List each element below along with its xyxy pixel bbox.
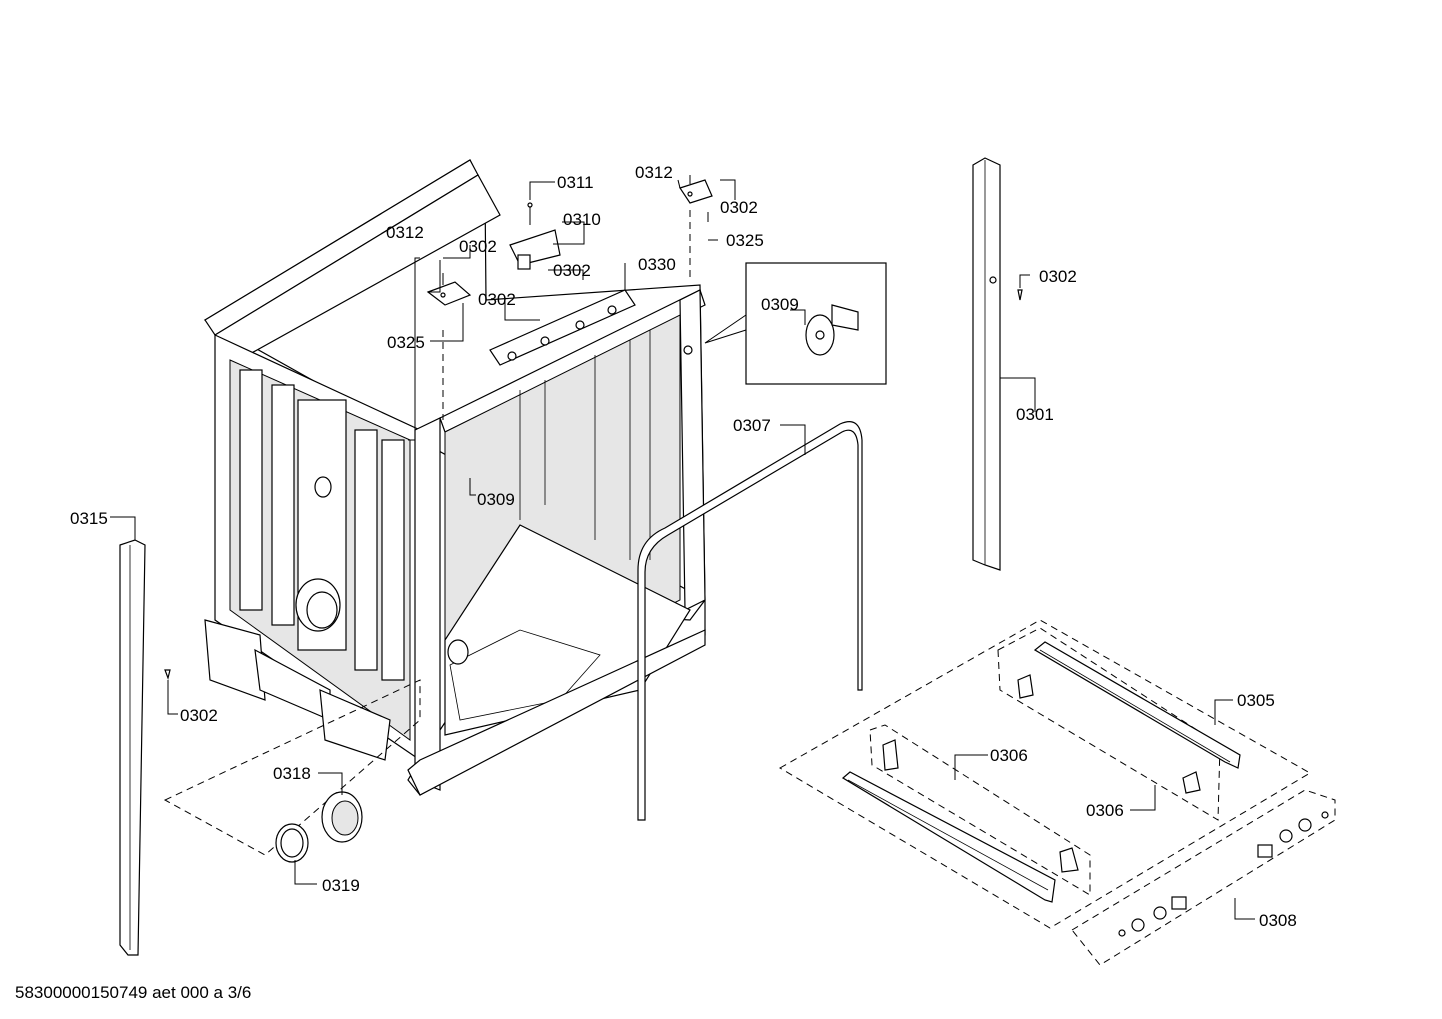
- label-0319: 0319: [322, 876, 360, 895]
- rails-tray: [779, 619, 1336, 966]
- label-0305: 0305: [1237, 691, 1275, 710]
- gasket-0307: [637, 421, 863, 821]
- label-0311: 0311: [557, 173, 594, 192]
- label-0302-right-strip: 0302: [1039, 267, 1077, 286]
- tub-assembly: [203, 159, 706, 796]
- label-0309-detail: 0309: [761, 295, 799, 314]
- detail-box-0309: [704, 262, 887, 385]
- label-0325-left: 0325: [387, 333, 425, 352]
- label-0302-left-top: 0302: [459, 237, 497, 256]
- top-hardware: [426, 175, 713, 420]
- document-id: 58300000150749 aet 000 a 3/6: [15, 983, 251, 1002]
- label-0302-left-strip: 0302: [180, 706, 218, 725]
- label-0310: 0310: [563, 210, 601, 229]
- label-0301: 0301: [1016, 405, 1054, 424]
- side-strip-0301: [972, 157, 1023, 571]
- leader-lines: [110, 179, 1255, 920]
- label-0315: 0315: [70, 509, 108, 528]
- label-0325-right: 0325: [726, 231, 764, 250]
- label-0302-center: 0302: [553, 261, 591, 280]
- label-0330: 0330: [638, 255, 676, 274]
- label-0318: 0318: [273, 764, 311, 783]
- label-0302-center-left: 0302: [478, 290, 516, 309]
- label-0306-upper: 0306: [990, 746, 1028, 765]
- label-0312-left: 0312: [386, 223, 424, 242]
- label-0312-right: 0312: [635, 163, 673, 182]
- callout-labels: 0311 0310 0312 0302 0325 0312 0302 0325 …: [70, 163, 1297, 930]
- label-0306-lower: 0306: [1086, 801, 1124, 820]
- label-0302-right-top: 0302: [720, 198, 758, 217]
- label-0308: 0308: [1259, 911, 1297, 930]
- label-0309-tub: 0309: [477, 490, 515, 509]
- side-strip-0315: [119, 539, 171, 956]
- label-0307: 0307: [733, 416, 771, 435]
